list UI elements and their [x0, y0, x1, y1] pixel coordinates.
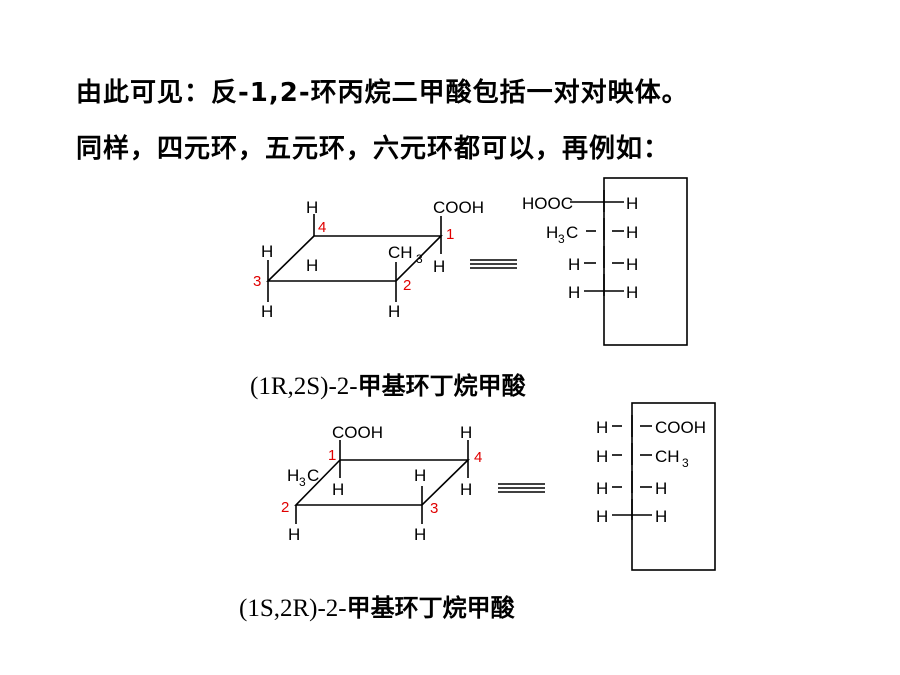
- structure-1-caption: (1R,2S)-2-甲基环丁烷甲酸: [250, 366, 526, 401]
- fischer-1-r2-left: H: [546, 223, 558, 242]
- ring-2-num-1: 1: [328, 447, 336, 464]
- equivalence-sign-1: [470, 259, 517, 269]
- caption-1-prefix: (1R,2S)-2-: [250, 373, 358, 400]
- ring-2-h3c-c: C: [307, 466, 319, 485]
- fischer-2-r2-left: H: [596, 447, 608, 466]
- ring-1-h-c1-bottom: H: [433, 257, 445, 276]
- ring-2-h-c3-top: H: [414, 466, 426, 485]
- ring-1-h-c4-bottom: H: [306, 256, 318, 275]
- equivalence-sign-2: [498, 483, 545, 493]
- fischer-2-r2-right: CH: [655, 447, 680, 466]
- structure-1-ring: H COOH 4 1 H H CH 3 H 3 2 H H: [253, 198, 484, 321]
- ring-2-num-4: 4: [474, 449, 482, 466]
- fischer-2-r4-right: H: [655, 507, 667, 526]
- caption-2-prefix: (1S,2R)-2-: [239, 595, 347, 622]
- ring-2-h3c-h: H: [287, 466, 299, 485]
- fischer-1-r1-right: H: [626, 194, 638, 213]
- ring-1-cooh: COOH: [433, 198, 484, 217]
- fischer-2-r3-left: H: [596, 479, 608, 498]
- ring-1-h-c3-top: H: [261, 242, 273, 261]
- ring-2-h3c-sub: 3: [299, 475, 306, 489]
- ring-1-num-2: 2: [403, 277, 411, 294]
- intro-line-2: 同样，四元环，五元环，六元环都可以，再例如：: [76, 134, 671, 164]
- ring-1-ch-sub: 3: [416, 252, 423, 266]
- fischer-1-r1-left: HOOC: [522, 194, 573, 213]
- ring-1-ch: CH: [388, 243, 413, 262]
- ring-2-h-c4-top: H: [460, 423, 472, 442]
- ring-1-h-c3-bottom: H: [261, 302, 273, 321]
- structure-2-ring: COOH H 1 4 H 3 C H H H 2 3 H H: [281, 423, 482, 544]
- fischer-2-r1-left: H: [596, 418, 608, 437]
- ring-2-num-2: 2: [281, 499, 289, 516]
- ring-1-num-4: 4: [318, 219, 326, 236]
- ring-2-h-c2-bottom: H: [288, 525, 300, 544]
- fischer-2-r2-sub: 3: [682, 456, 689, 470]
- ring-2-num-3: 3: [430, 500, 438, 517]
- ring-1-num-1: 1: [446, 226, 454, 243]
- ring-2-h-c4-bottom: H: [460, 480, 472, 499]
- caption-1-name: 甲基环丁烷甲酸: [357, 372, 526, 400]
- fischer-2-r3-right: H: [655, 479, 667, 498]
- caption-2-name: 甲基环丁烷甲酸: [346, 594, 515, 622]
- ring-1-num-3: 3: [253, 273, 261, 290]
- structure-2-fischer: H COOH H CH 3 H H H H: [596, 402, 716, 571]
- fischer-1-ring-frame: [603, 177, 688, 346]
- fischer-1-r3-right: H: [626, 255, 638, 274]
- ring-2-bonds: [294, 459, 470, 506]
- ring-1-h-c4-top: H: [306, 198, 318, 217]
- fischer-2-r4-left: H: [596, 507, 608, 526]
- structure-1-fischer: HOOC H H 3 C H H H H H: [522, 177, 688, 346]
- fischer-1-r3-left: H: [568, 255, 580, 274]
- ring-2-h-c1-bottom: H: [332, 480, 344, 499]
- structure-2-caption: (1S,2R)-2-甲基环丁烷甲酸: [239, 588, 515, 623]
- ring-2-cooh: COOH: [332, 423, 383, 442]
- fischer-2-r1-right: COOH: [655, 418, 706, 437]
- fischer-1-r2-right: H: [626, 223, 638, 242]
- ring-2-h-c3-bottom: H: [414, 525, 426, 544]
- fischer-1-r4-left: H: [568, 283, 580, 302]
- intro-line-1: 由此可见：反-1,2-环丙烷二甲酸包括一对对映体。: [76, 78, 689, 108]
- fischer-1-r2-sub: 3: [558, 232, 565, 246]
- ring-1-h-c2-bottom: H: [388, 302, 400, 321]
- fischer-1-r4-right: H: [626, 283, 638, 302]
- fischer-1-r2-c: C: [566, 223, 578, 242]
